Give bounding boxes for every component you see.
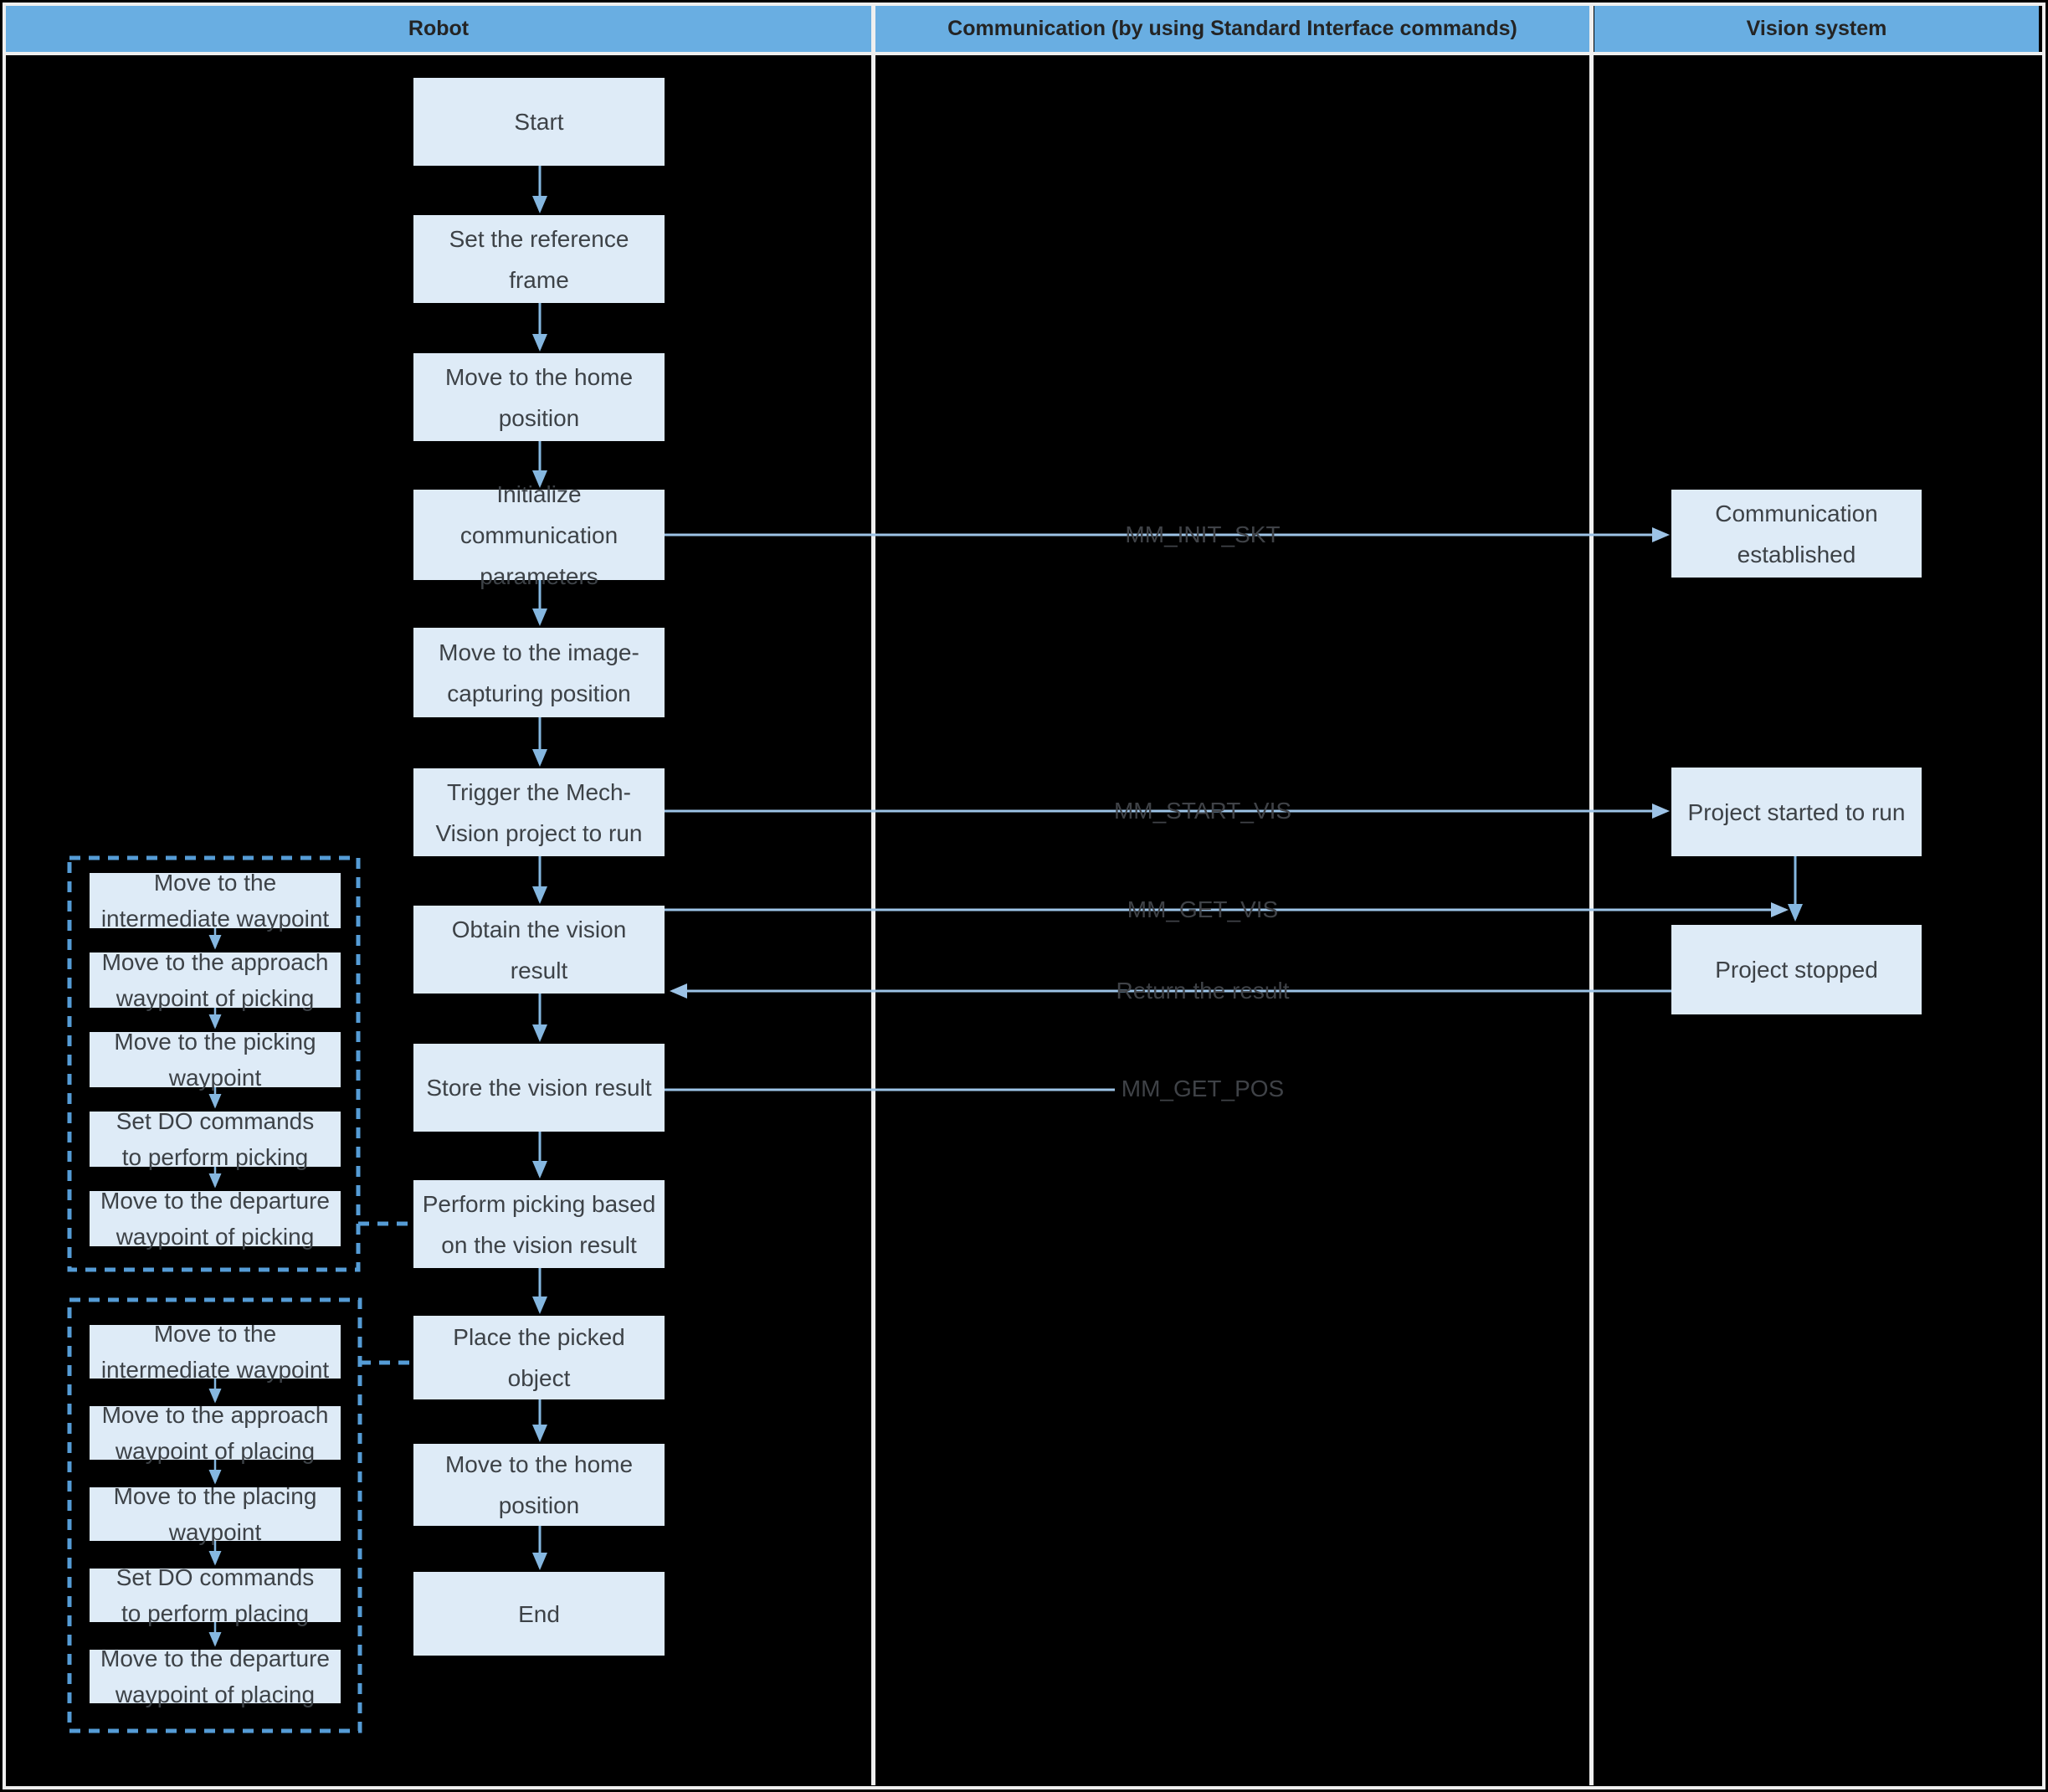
picking-node-picking-waypoint-label: Move to the picking waypoint bbox=[114, 1029, 316, 1091]
placing-node-approach-waypoint: Move to the approach waypoint of placing bbox=[90, 1402, 341, 1464]
node-end-label: End bbox=[518, 1600, 560, 1627]
label-return-the-result: Return the result bbox=[1116, 978, 1290, 1004]
placing-group-outline bbox=[67, 1297, 362, 1733]
label-mm-start-vis: MM_START_VIS bbox=[1113, 798, 1292, 824]
picking-node-set-do-commands-label: Set DO commands to perform picking bbox=[115, 1108, 315, 1170]
picking-node-intermediate-waypoint: Move to the intermediate waypoint bbox=[90, 870, 341, 932]
node-set-reference-frame: Set the reference frame bbox=[413, 215, 665, 303]
picking-node-approach-waypoint-label: Move to the approach waypoint of picking bbox=[101, 949, 329, 1011]
node-move-image-capturing: Move to the image-capturing position bbox=[413, 628, 665, 717]
placing-node-set-do-commands-label: Set DO commands to perform placing bbox=[115, 1564, 315, 1626]
node-move-home-position-2-label: Move to the home position bbox=[444, 1451, 634, 1518]
node-move-home-position-1-label: Move to the home position bbox=[444, 363, 634, 431]
picking-node-departure-waypoint-label: Move to the departure waypoint of pickin… bbox=[100, 1188, 330, 1250]
node-place-picked-object: Place the picked object bbox=[413, 1316, 665, 1399]
node-project-stopped-label: Project stopped bbox=[1715, 957, 1878, 983]
placing-node-placing-waypoint: Move to the placing waypoint bbox=[90, 1483, 341, 1545]
node-start-label: Start bbox=[514, 109, 564, 135]
node-perform-picking-label: Perform picking based on the vision resu… bbox=[422, 1190, 656, 1258]
placing-node-intermediate-waypoint-label: Move to the intermediate waypoint bbox=[100, 1321, 330, 1383]
picking-node-set-do-commands: Set DO commands to perform picking bbox=[90, 1108, 341, 1170]
node-initialize-communication-label: Initialize communication parameters bbox=[459, 480, 619, 589]
node-initialize-communication: Initialize communication parameters bbox=[413, 481, 665, 589]
node-set-reference-frame-label: Set the reference frame bbox=[449, 225, 629, 293]
picking-node-intermediate-waypoint-label: Move to the intermediate waypoint bbox=[100, 870, 330, 932]
node-obtain-vision-result: Obtain the vision result bbox=[413, 906, 665, 994]
label-mm-init-skt: MM_INIT_SKT bbox=[1125, 521, 1281, 547]
header-underline bbox=[6, 52, 2042, 55]
lane-header-robot: Robot bbox=[6, 6, 871, 52]
node-start: Start bbox=[413, 78, 665, 166]
node-communication-established-label: Communication established bbox=[1715, 500, 1878, 567]
node-perform-picking: Perform picking based on the vision resu… bbox=[413, 1180, 665, 1268]
node-end: End bbox=[413, 1572, 665, 1656]
picking-node-approach-waypoint: Move to the approach waypoint of picking bbox=[90, 949, 341, 1011]
node-move-image-capturing-label: Move to the image-capturing position bbox=[439, 639, 639, 706]
node-communication-established: Communication established bbox=[1671, 490, 1922, 578]
outer-border bbox=[3, 3, 2045, 1789]
node-project-started-label: Project started to run bbox=[1687, 798, 1906, 825]
placing-node-intermediate-waypoint: Move to the intermediate waypoint bbox=[90, 1321, 341, 1383]
node-store-vision-result: Store the vision result bbox=[413, 1044, 665, 1132]
node-move-home-position-1: Move to the home position bbox=[413, 353, 665, 441]
label-mm-get-pos: MM_GET_POS bbox=[1121, 1076, 1285, 1101]
placing-node-approach-waypoint-label: Move to the approach waypoint of placing bbox=[101, 1402, 329, 1464]
lane-header-robot-label: Robot bbox=[408, 17, 470, 40]
node-trigger-mech-vision-label: Trigger the Mech-Vision project to run bbox=[435, 778, 643, 846]
lane-divider-communication-vision bbox=[1589, 6, 1594, 1785]
picking-node-picking-waypoint: Move to the picking waypoint bbox=[90, 1029, 341, 1091]
lane-header-vision-label: Vision system bbox=[1746, 17, 1887, 40]
picking-node-departure-waypoint: Move to the departure waypoint of pickin… bbox=[90, 1188, 341, 1250]
lane-header-communication-label: Communication (by using Standard Interfa… bbox=[947, 17, 1517, 40]
placing-node-set-do-commands: Set DO commands to perform placing bbox=[90, 1564, 341, 1626]
lane-header-vision: Vision system bbox=[1594, 6, 2039, 52]
node-obtain-vision-result-label: Obtain the vision result bbox=[451, 916, 627, 983]
placing-node-departure-waypoint-label: Move to the departure waypoint of placin… bbox=[100, 1646, 330, 1707]
node-trigger-mech-vision: Trigger the Mech-Vision project to run bbox=[413, 768, 665, 856]
picking-group-outline bbox=[67, 855, 361, 1272]
message-arrows bbox=[665, 527, 1789, 1091]
node-store-vision-result-label: Store the vision result bbox=[426, 1075, 652, 1101]
label-mm-get-vis: MM_GET_VIS bbox=[1127, 896, 1279, 922]
node-project-stopped: Project stopped bbox=[1671, 925, 1922, 1014]
lane-divider-robot-communication bbox=[871, 6, 875, 1785]
node-project-started: Project started to run bbox=[1671, 768, 1922, 856]
node-place-picked-object-label: Place the picked object bbox=[453, 1324, 625, 1391]
placing-node-placing-waypoint-label: Move to the placing waypoint bbox=[113, 1483, 317, 1545]
lane-header-communication: Communication (by using Standard Interfa… bbox=[875, 6, 1589, 52]
placing-node-departure-waypoint: Move to the departure waypoint of placin… bbox=[90, 1646, 341, 1707]
node-move-home-position-2: Move to the home position bbox=[413, 1444, 665, 1526]
